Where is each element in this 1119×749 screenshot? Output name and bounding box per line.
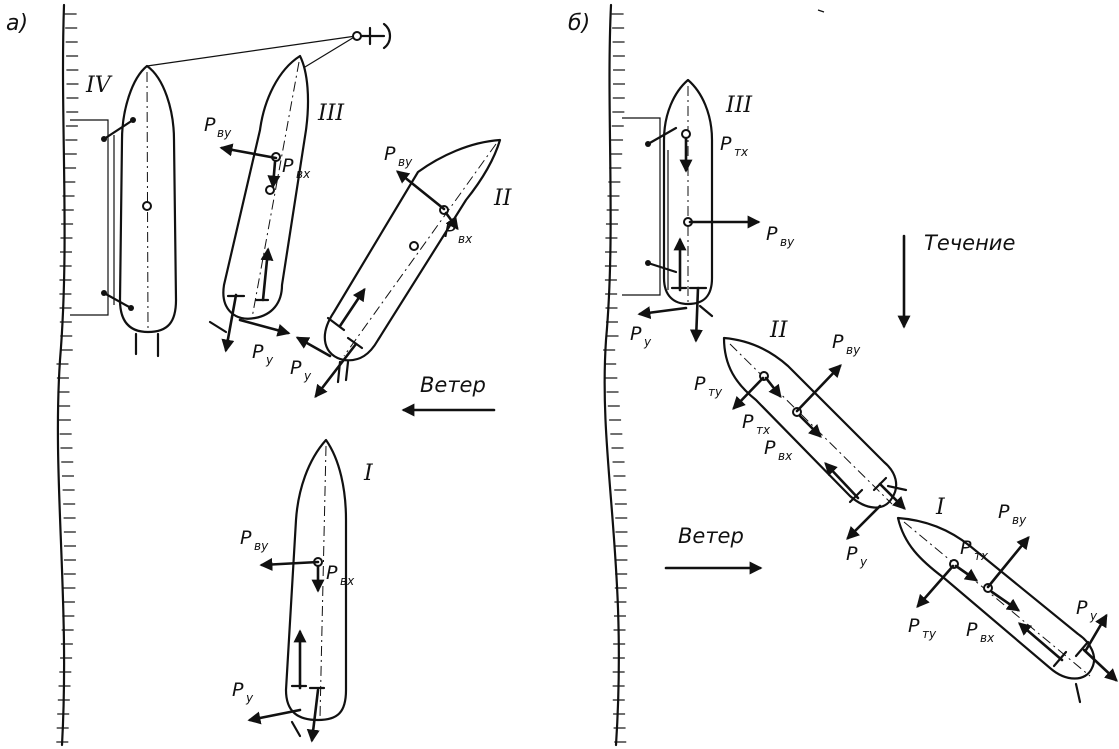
- svg-text:P: P: [384, 143, 396, 165]
- current-b: Течение: [897, 231, 1015, 329]
- svg-text:ву: ву: [846, 343, 861, 357]
- ship-label-a-IV: IV: [85, 73, 113, 98]
- svg-text:у: у: [265, 353, 274, 367]
- svg-text:P: P: [694, 373, 706, 395]
- wind-label-b: Ветер: [678, 524, 744, 548]
- force-label-b-III-Pvy: P ву: [766, 223, 795, 249]
- svg-text:P: P: [908, 615, 920, 637]
- force-label-b-I-Pvy: P ву: [998, 501, 1027, 527]
- svg-text:P: P: [630, 323, 642, 345]
- ship-label-b-I: I: [935, 495, 946, 520]
- svg-text:ту: ту: [708, 385, 723, 399]
- force-label-a-I-Pvy: P ву: [240, 527, 269, 553]
- ship-a-II: II P ву P вх P у: [290, 138, 513, 399]
- svg-text:P: P: [720, 133, 732, 155]
- svg-text:P: P: [766, 223, 778, 245]
- panel-label-a: а): [6, 11, 28, 36]
- force-label-a-I-Py: P у: [232, 679, 254, 705]
- svg-text:вх: вх: [458, 232, 473, 246]
- wind-a: Ветер: [401, 373, 496, 417]
- svg-text:P: P: [444, 220, 456, 242]
- svg-text:ву: ву: [780, 235, 795, 249]
- wind-label-a: Ветер: [420, 373, 486, 397]
- svg-text:вх: вх: [778, 449, 793, 463]
- force-label-b-III-Ptx: P тх: [720, 133, 749, 159]
- svg-text:у: у: [1089, 609, 1098, 623]
- svg-text:P: P: [998, 501, 1010, 523]
- force-label-a-II-Py: P у: [290, 357, 312, 383]
- ship-label-a-I: I: [363, 461, 374, 486]
- svg-text:у: у: [245, 691, 254, 705]
- ship-b-III: III P тх P ву P у: [622, 78, 795, 349]
- svg-text:P: P: [204, 114, 216, 136]
- anchor: [146, 22, 392, 71]
- svg-text:тх: тх: [756, 423, 771, 437]
- force-label-b-II-Ptu: P ту: [694, 373, 723, 399]
- svg-text:у: у: [859, 555, 868, 569]
- force-label-b-III-Py: P у: [630, 323, 652, 349]
- svg-text:ву: ву: [217, 126, 232, 140]
- ship-a-IV: IV: [70, 64, 178, 358]
- svg-text:тх: тх: [734, 145, 749, 159]
- svg-text:ву: ву: [254, 539, 269, 553]
- force-label-b-I-Ptu: P ту: [908, 615, 937, 641]
- ship-label-a-III: III: [317, 101, 345, 126]
- ship-b-I: I P ву P тх P ту P вх P у: [896, 495, 1118, 704]
- force-label-b-II-Pvx: P вх: [764, 437, 793, 463]
- ship-a-I: I P ву P вх P у: [232, 438, 374, 743]
- force-label-b-I-Py: P у: [1076, 597, 1098, 623]
- force-label-b-I-Pvx: P вх: [966, 619, 995, 645]
- svg-text:P: P: [966, 619, 978, 641]
- force-label-a-III-Pvx: P вх: [282, 155, 311, 181]
- wind-b: Ветер: [664, 524, 763, 575]
- force-label-a-III-Pvy: P ву: [204, 114, 232, 140]
- panel-label-b: б): [568, 11, 590, 36]
- svg-text:P: P: [742, 411, 754, 433]
- force-label-a-III-Py: P у: [252, 341, 274, 367]
- ship-b-II: II P ву P ту P тх P вх P у: [694, 318, 908, 569]
- force-label-a-II-Pvx: P вх: [444, 220, 473, 246]
- ship-label-b-III: III: [725, 93, 753, 118]
- svg-text:у: у: [643, 335, 652, 349]
- force-label-b-I-Ptx: P тх: [960, 537, 989, 563]
- force-label-b-II-Py: P у: [846, 543, 868, 569]
- ship-label-a-II: II: [493, 186, 513, 211]
- svg-text:у: у: [303, 369, 312, 383]
- pier-a: [56, 3, 79, 747]
- svg-text:вх: вх: [340, 574, 355, 588]
- svg-text:P: P: [960, 537, 972, 559]
- svg-text:P: P: [282, 155, 294, 177]
- svg-text:P: P: [764, 437, 776, 459]
- ship-a-III: III P ву P вх P у: [204, 54, 345, 367]
- svg-text:P: P: [290, 357, 302, 379]
- ship-label-b-II: II: [769, 318, 789, 343]
- speck: [817, 9, 825, 13]
- svg-text:ту: ту: [922, 627, 937, 641]
- svg-text:вх: вх: [296, 167, 311, 181]
- svg-text:P: P: [832, 331, 844, 353]
- force-label-b-II-Ptx: P тх: [742, 411, 771, 437]
- force-label-b-II-Pvy: P ву: [832, 331, 861, 357]
- svg-text:P: P: [1076, 597, 1088, 619]
- svg-text:P: P: [232, 679, 244, 701]
- svg-text:P: P: [326, 562, 338, 584]
- force-label-a-II-Pvy: P ву: [384, 143, 413, 169]
- svg-text:P: P: [252, 341, 264, 363]
- force-label-a-I-Pvx: P вх: [326, 562, 355, 588]
- svg-text:ву: ву: [1012, 513, 1027, 527]
- svg-text:тх: тх: [974, 549, 989, 563]
- svg-text:вх: вх: [980, 631, 995, 645]
- current-label: Течение: [924, 231, 1015, 255]
- pier-b: [603, 3, 628, 747]
- svg-text:ву: ву: [398, 155, 413, 169]
- svg-text:P: P: [846, 543, 858, 565]
- svg-text:P: P: [240, 527, 252, 549]
